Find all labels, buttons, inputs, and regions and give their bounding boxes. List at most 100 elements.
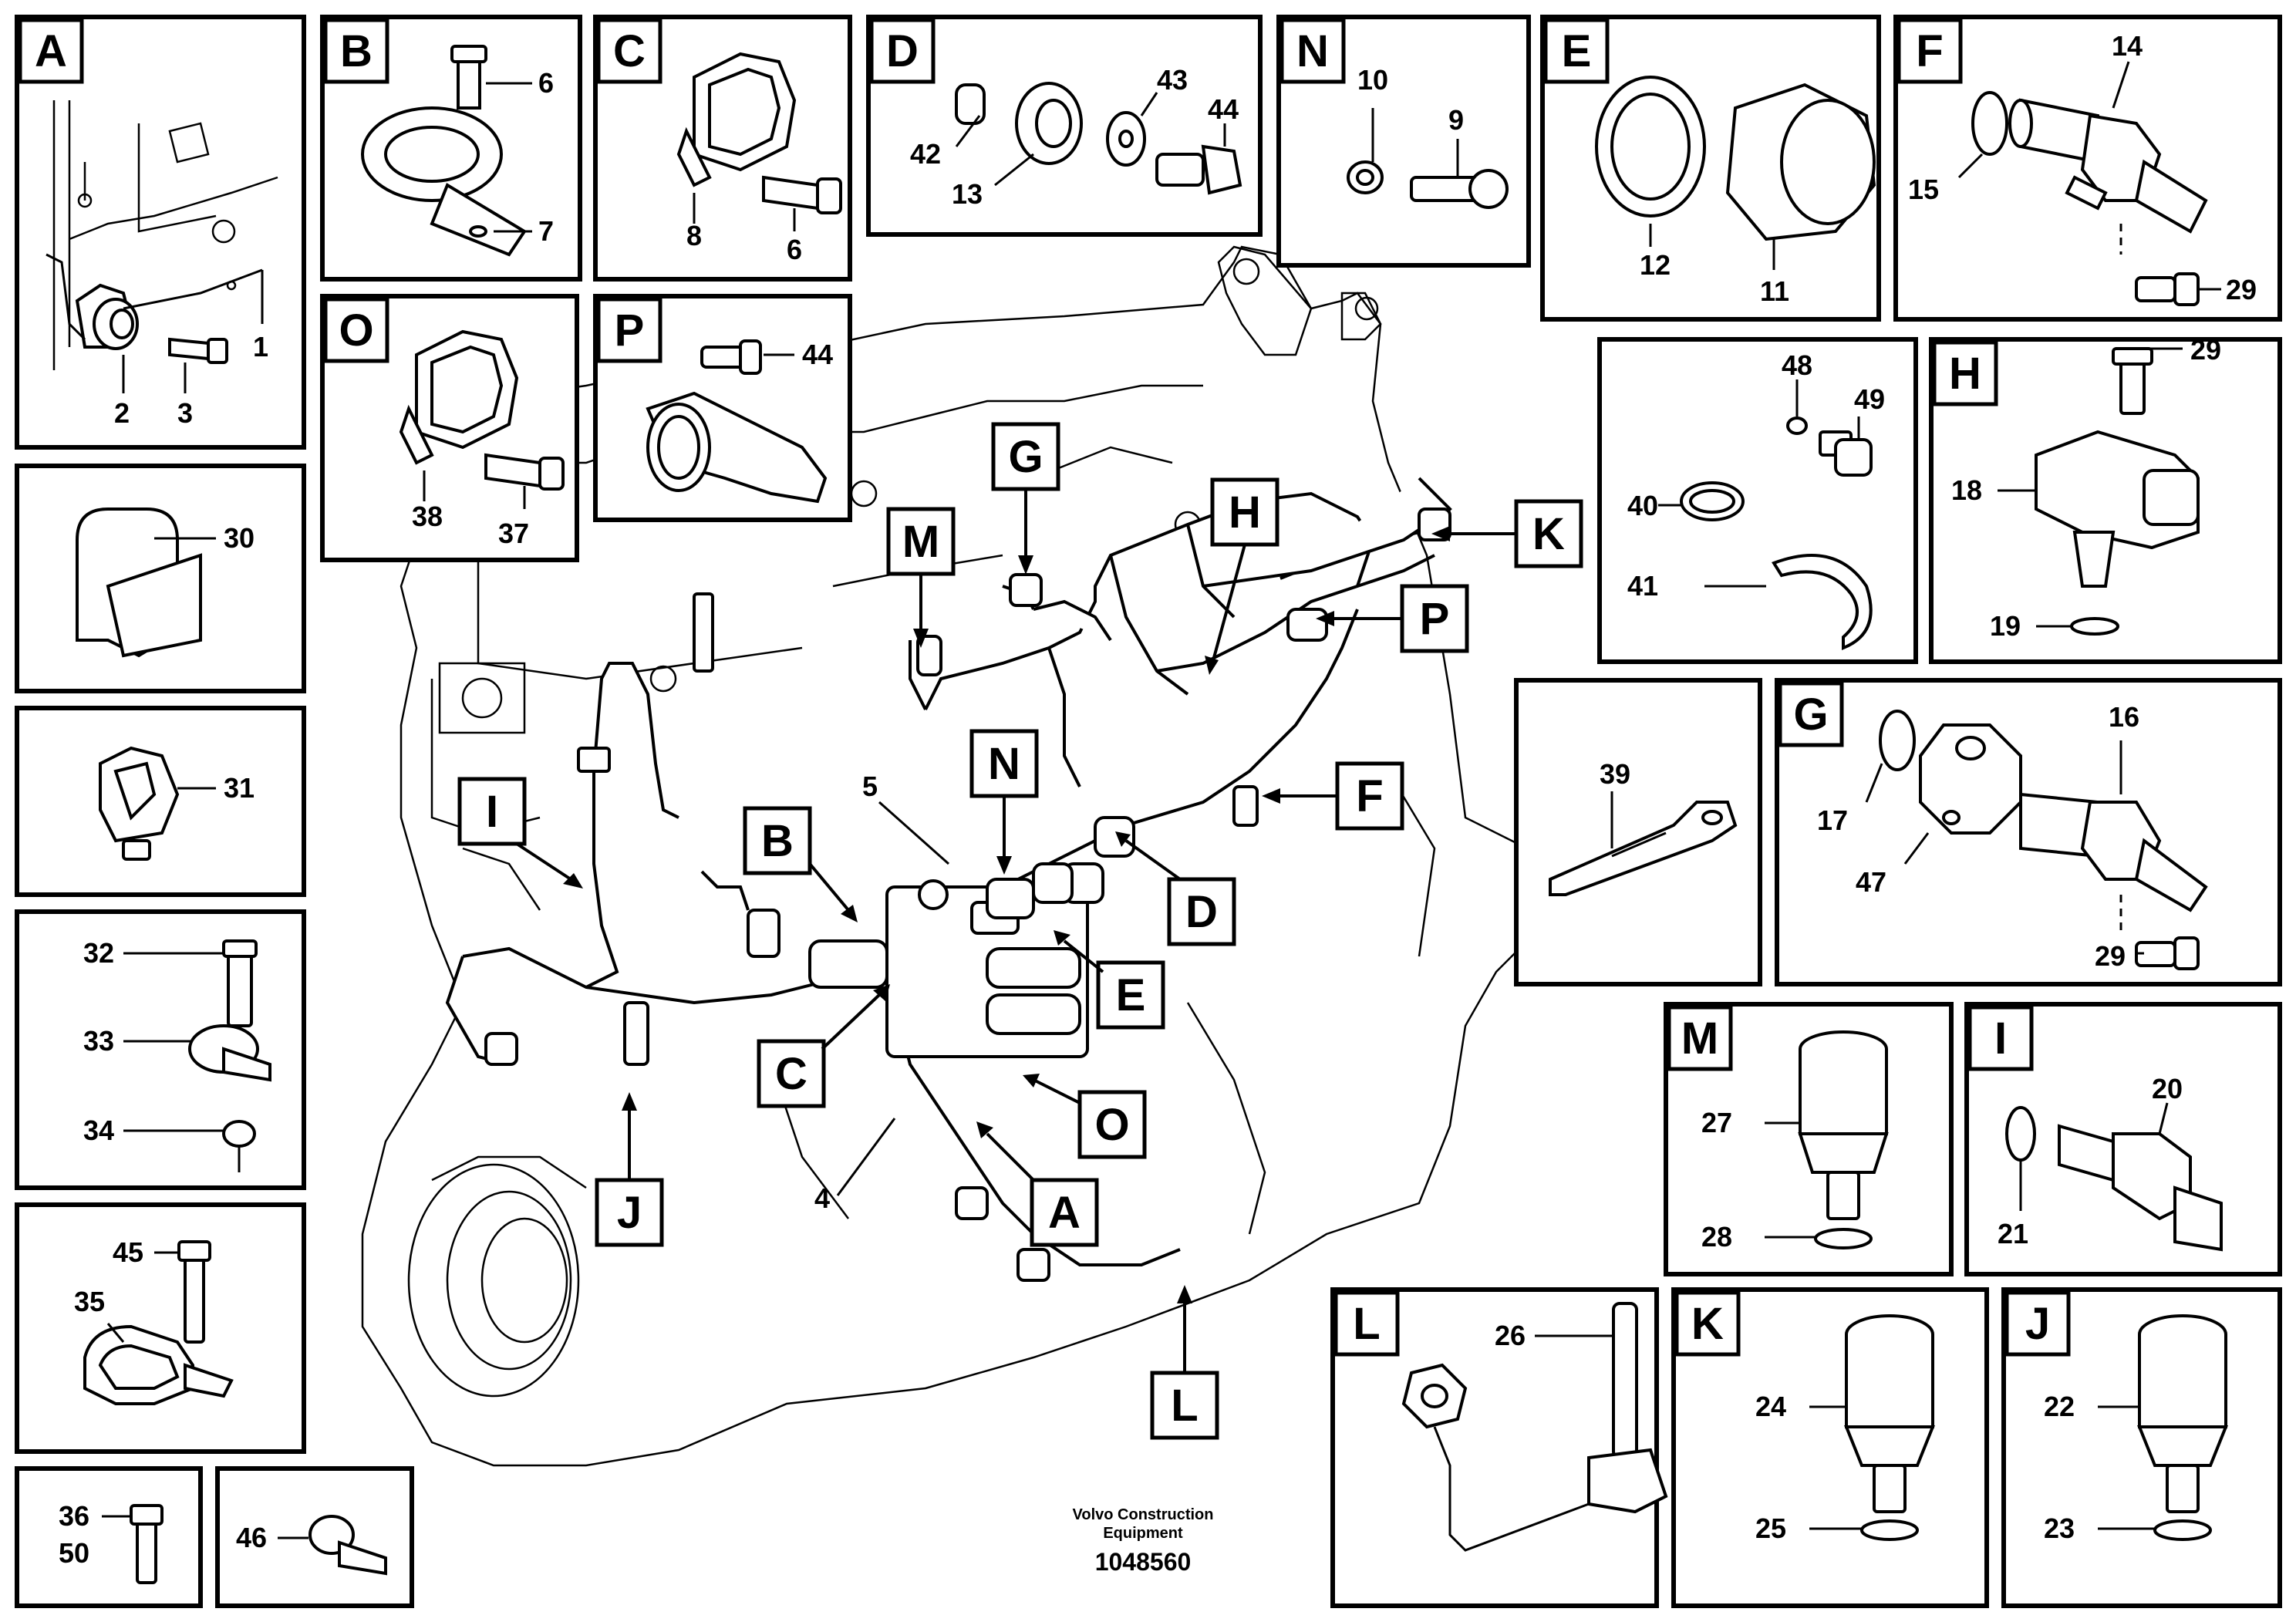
panel-32: 32 33 34: [15, 909, 306, 1190]
brand-line-2: Equipment: [1103, 1525, 1183, 1542]
panel-H: H 29 18 19: [1929, 334, 2282, 664]
callout-4: 4: [814, 1182, 830, 1214]
drawing-number: 1048560: [1095, 1548, 1192, 1576]
panel-letter-H: H: [1949, 349, 1981, 399]
part-48: 48: [1782, 349, 1812, 381]
part-24: 24: [1755, 1391, 1786, 1422]
callout-J: J: [617, 1188, 642, 1238]
panel-A: A 1 2 3: [15, 15, 306, 450]
part-41: 41: [1627, 570, 1658, 602]
callout-A: A: [1048, 1188, 1081, 1238]
panel-letter-J: J: [2025, 1299, 2050, 1349]
part-45: 45: [113, 1236, 143, 1268]
part-35: 35: [74, 1286, 105, 1317]
panel-G: G 16 17 47 29: [1775, 678, 2282, 986]
panel-B: B 6 7: [320, 15, 582, 282]
part-11: 11: [1760, 275, 1789, 307]
panel-letter-P: P: [615, 305, 645, 356]
callout-P: P: [1420, 594, 1450, 644]
callout-L: L: [1171, 1381, 1198, 1431]
part-7: 7: [538, 215, 554, 247]
callout-C: C: [775, 1049, 807, 1099]
panel-N: N 10 9: [1276, 15, 1531, 268]
part-26: 26: [1495, 1320, 1526, 1351]
part-27: 27: [1701, 1107, 1732, 1138]
panel-letter-C: C: [613, 26, 646, 76]
part-13: 13: [952, 178, 983, 210]
brand-line-1: Volvo Construction: [1073, 1506, 1214, 1523]
panel-letter-E: E: [1562, 26, 1592, 76]
part-38: 38: [412, 501, 443, 532]
part-2: 2: [114, 397, 130, 429]
panel-P: P 44: [593, 294, 852, 522]
part-50: 50: [59, 1537, 89, 1569]
panel-I: I 20 21: [1964, 1002, 2282, 1276]
part-15: 15: [1908, 174, 1939, 205]
part-33: 33: [83, 1025, 114, 1057]
panel-O: O 38 37: [320, 294, 579, 562]
part-47: 47: [1856, 866, 1886, 898]
part-8: 8: [686, 220, 702, 251]
panel-45: 45 35: [15, 1202, 306, 1454]
callout-I: I: [486, 787, 498, 837]
panel-letter-L: L: [1353, 1299, 1380, 1349]
part-18: 18: [1951, 474, 1982, 506]
panel-31: 31: [15, 706, 306, 897]
part-23: 23: [2044, 1512, 2075, 1544]
callout-H: H: [1229, 487, 1261, 538]
part-44: 44: [1208, 93, 1239, 125]
panel-letter-K: K: [1691, 1299, 1724, 1349]
panel-C: C 8 6: [593, 15, 852, 282]
callout-M: M: [902, 517, 939, 567]
callout-5: 5: [862, 771, 878, 802]
part-10: 10: [1357, 64, 1388, 96]
part-28: 28: [1701, 1221, 1732, 1253]
part-22: 22: [2044, 1391, 2075, 1422]
panel-46: 46: [215, 1466, 414, 1608]
callout-F: F: [1356, 771, 1383, 821]
panel-letter-F: F: [1916, 26, 1943, 76]
part-32: 32: [83, 937, 114, 969]
part-39: 39: [1600, 758, 1630, 790]
panel-D: D 42 13 43 44: [866, 15, 1263, 237]
panel-K: K 24 25: [1671, 1287, 1989, 1608]
panel-J: J 22 23: [2001, 1287, 2282, 1608]
panel-M: M 27 28: [1664, 1002, 1954, 1276]
panel-letter-A: A: [35, 26, 67, 76]
panel-L: L 26: [1330, 1287, 1668, 1608]
part-16: 16: [2109, 701, 2139, 733]
callout-B: B: [761, 816, 794, 866]
callout-K: K: [1532, 509, 1565, 559]
callout-G: G: [1008, 432, 1043, 482]
part-14: 14: [2112, 30, 2143, 62]
part-20: 20: [2152, 1073, 2183, 1104]
part-1: 1: [253, 331, 268, 363]
part-40: 40: [1627, 490, 1658, 521]
part-42: 42: [910, 138, 941, 170]
part-30: 30: [224, 522, 255, 554]
part-19: 19: [1990, 610, 2021, 642]
part-36: 36: [59, 1500, 89, 1532]
panel-letter-M: M: [1681, 1013, 1718, 1064]
panel-36: 36 50: [15, 1466, 203, 1608]
panel-letter-N: N: [1296, 26, 1329, 76]
part-43: 43: [1157, 64, 1188, 96]
part-9: 9: [1448, 104, 1464, 136]
part-6b: 6: [787, 234, 802, 265]
part-12: 12: [1640, 249, 1671, 281]
panel-letter-D: D: [886, 26, 919, 76]
title-block: Volvo Construction Equipment 1048560: [1073, 1506, 1214, 1576]
panel-39: 39: [1514, 678, 1762, 986]
callout-D: D: [1185, 887, 1218, 937]
panel-E: E 12 11: [1540, 15, 1881, 322]
panel-clamp-kit: 48 49 40 41: [1597, 337, 1918, 664]
part-37: 37: [498, 518, 529, 549]
callout-E: E: [1116, 970, 1146, 1020]
part-6: 6: [538, 67, 554, 99]
panel-30: 30: [15, 464, 306, 693]
part-29: 29: [2226, 274, 2257, 305]
part-29c: 29: [2095, 940, 2126, 972]
part-31: 31: [224, 772, 255, 804]
callout-N: N: [988, 739, 1020, 789]
